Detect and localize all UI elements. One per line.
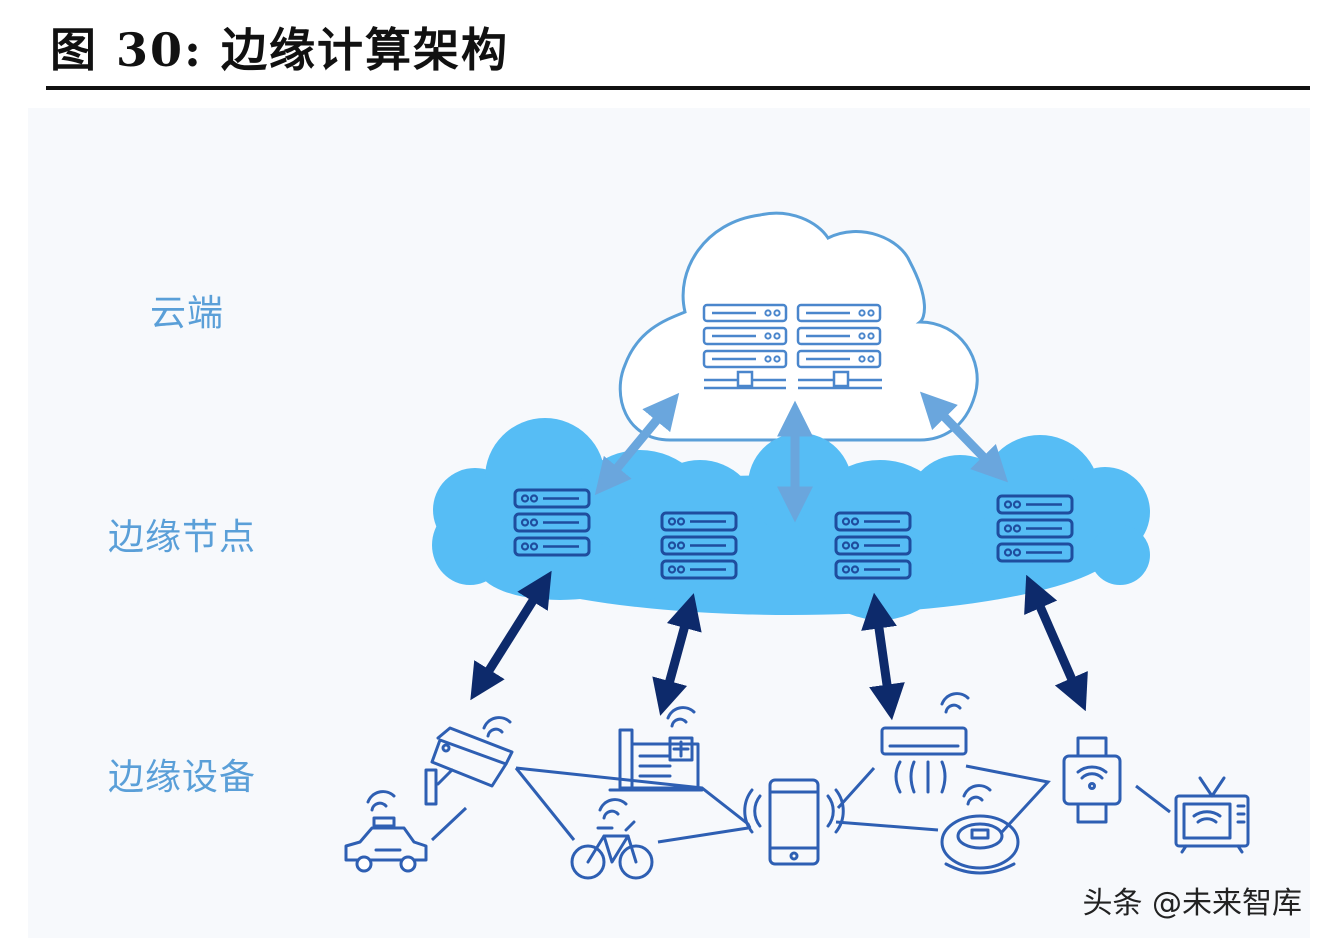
- bicycle-icon: [570, 798, 654, 880]
- taxi-icon: [344, 790, 428, 873]
- cloud-tier: [618, 211, 979, 442]
- robot-vacuum-icon: [940, 784, 1020, 875]
- layer-label-edge-nodes: 边缘节点: [108, 517, 257, 558]
- edge-device-arrow-1: [470, 570, 552, 701]
- title-rule: [46, 86, 1310, 90]
- watermark: 头条 @未来智库: [1082, 886, 1302, 921]
- security-camera-icon: [424, 716, 514, 806]
- smartphone-icon: [743, 778, 845, 866]
- smartwatch-icon: [1062, 736, 1122, 824]
- cloud-server-rack-left: [702, 303, 788, 390]
- air-conditioner-icon: [880, 692, 970, 794]
- edge-device-arrow-4: [1024, 574, 1088, 712]
- cloud-shape: [618, 211, 979, 442]
- cloud-edge-arrow-1: [594, 392, 680, 496]
- television-icon: [1174, 776, 1250, 854]
- edge-device-links: [470, 570, 1088, 721]
- figure-title: 图 30: 边缘计算架构: [50, 23, 510, 77]
- cloud-server-rack-right: [796, 303, 882, 390]
- cloud-edge-links: [594, 391, 1009, 523]
- cloud-edge-arrow-3: [919, 391, 1009, 483]
- edge-device-arrow-2: [652, 593, 702, 716]
- device-links: [430, 764, 1171, 844]
- layer-label-cloud: 云端: [150, 293, 225, 334]
- edge-device-arrow-3: [861, 592, 905, 721]
- edge-node-tier: [432, 418, 1150, 620]
- layer-label-edge-devices: 边缘设备: [108, 757, 257, 798]
- factory-icon: [608, 706, 704, 792]
